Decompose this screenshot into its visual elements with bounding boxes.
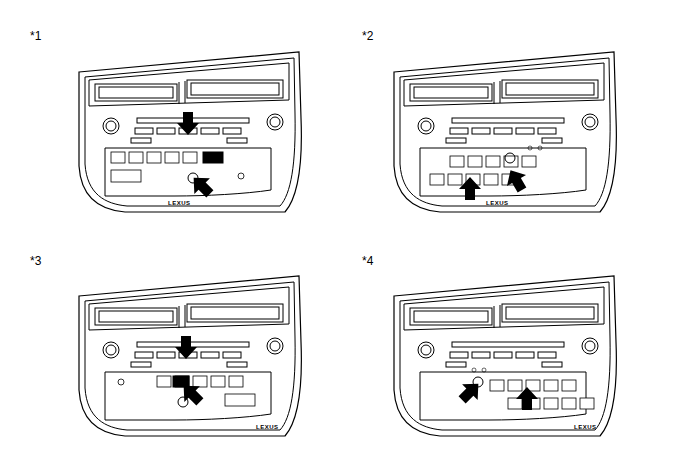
brand-logo: LEXUS [168, 200, 191, 206]
brand-logo: LEXUS [486, 200, 509, 206]
brand-logo: LEXUS [256, 424, 279, 430]
callout-number: *2 [362, 30, 373, 42]
callout-number: *4 [362, 255, 373, 267]
callout-number: *1 [30, 30, 41, 42]
brand-logo: LEXUS [574, 424, 597, 430]
callout-number: *3 [30, 255, 41, 267]
